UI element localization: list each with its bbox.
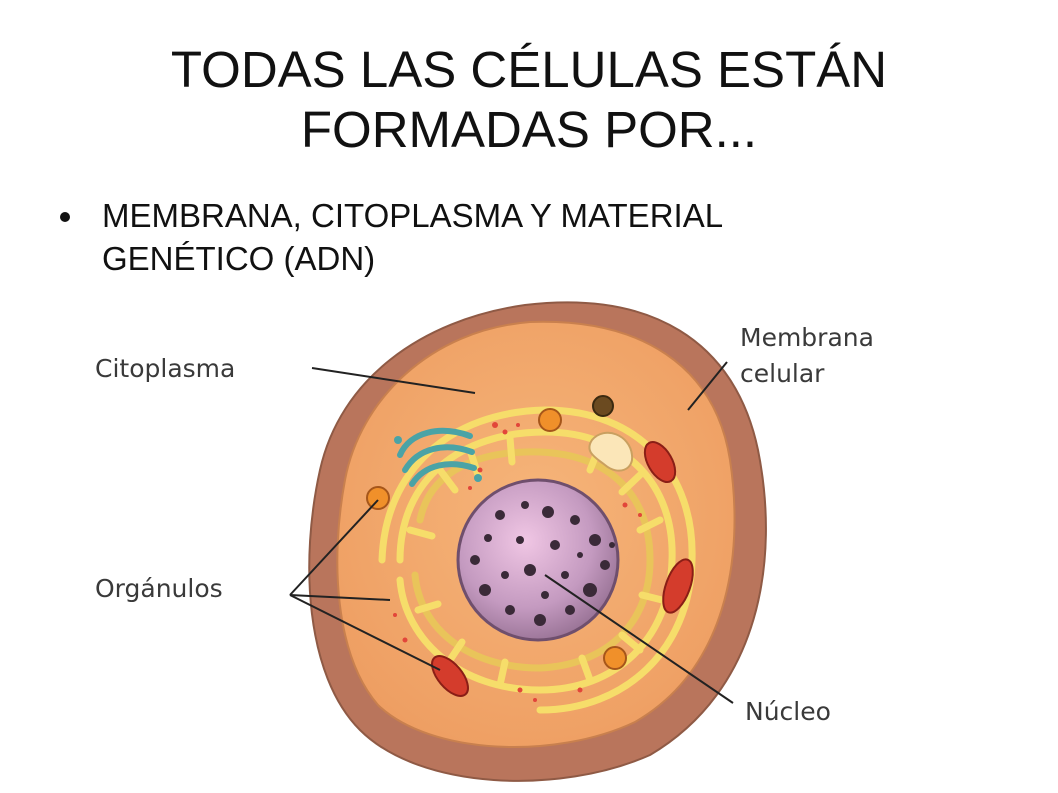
golgi-apparatus: [394, 427, 482, 487]
cell-diagram: Citoplasma Membrana celular Orgánulos Nú…: [95, 301, 874, 782]
slide-title-line-2: FORMADAS POR...: [300, 101, 758, 159]
bullet-text-line-2: GENÉTICO (ADN): [102, 240, 376, 277]
label-membrana-line-2: celular: [740, 359, 825, 388]
label-citoplasma: Citoplasma: [95, 354, 235, 383]
label-organulos: Orgánulos: [95, 574, 223, 603]
label-membrana-line-1: Membrana: [740, 323, 874, 352]
nucleus: [456, 478, 620, 642]
slide-title: TODAS LAS CÉLULAS ESTÁN FORMADAS POR...: [0, 40, 1058, 160]
slide-title-line-1: TODAS LAS CÉLULAS ESTÁN: [170, 41, 888, 99]
leader-lines: [289, 361, 734, 704]
bullet-item: MEMBRANA, CITOPLASMA Y MATERIAL GENÉTICO…: [60, 194, 960, 280]
bullet-text-line-1: MEMBRANA, CITOPLASMA Y MATERIAL: [102, 197, 724, 234]
bullet-dot-icon: [60, 212, 70, 222]
label-nucleo: Núcleo: [745, 697, 831, 726]
organelles: [366, 395, 694, 702]
